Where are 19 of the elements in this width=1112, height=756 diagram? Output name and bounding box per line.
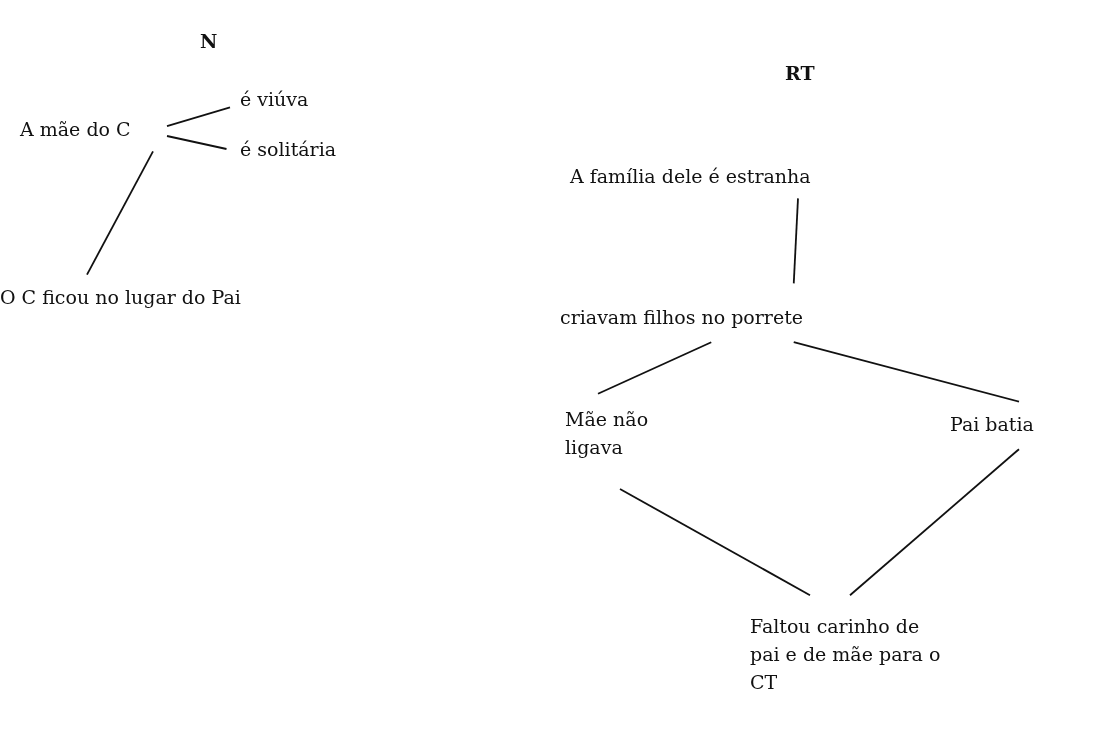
node-text: A família dele é estranha (570, 164, 812, 189)
section-heading: RT (785, 62, 815, 84)
section-heading: N (200, 30, 218, 52)
node-text: Pai batia (950, 412, 1035, 437)
node-text: é solitária (240, 137, 338, 162)
connector-line (166, 106, 231, 128)
node-text: Mãe não ligava (565, 407, 650, 460)
connector-line (86, 150, 154, 276)
connector-line (792, 341, 1020, 403)
connector-line (849, 448, 1020, 597)
node-text: O C ficou no lugar do Pai (0, 285, 242, 310)
node-text: é viúva (240, 87, 310, 112)
connector-line (597, 341, 713, 395)
connector-line (166, 135, 228, 150)
node-text: criavam filhos no porrete (560, 305, 805, 330)
node-text: Faltou carinho de pai e de mãe para o CT (750, 614, 942, 695)
connector-line (792, 197, 799, 285)
node-text: A mãe do C (20, 117, 132, 142)
connector-line (619, 488, 811, 597)
